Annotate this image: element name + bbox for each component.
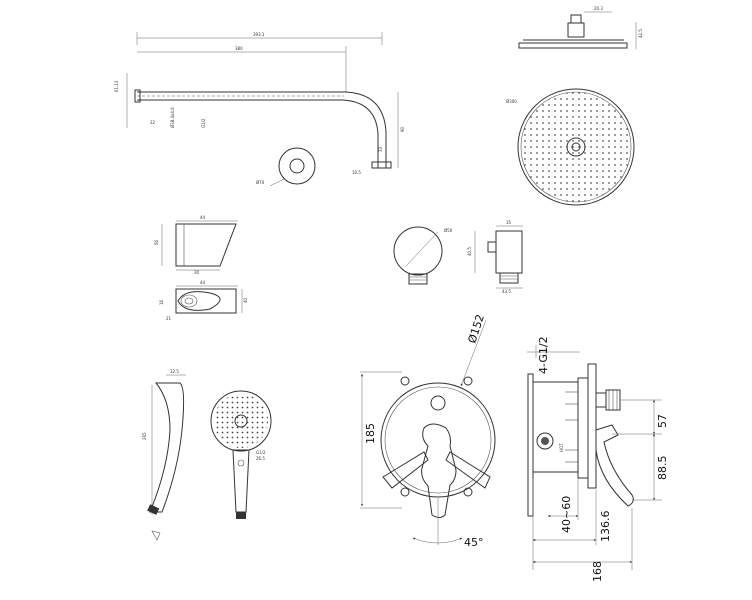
arm-end-label: 33 bbox=[378, 146, 383, 152]
shower-arm-drawing: 393.1 380 61.13 22 Ø38.4x4.6 G1/2 90 33 … bbox=[114, 32, 405, 187]
hand-width-label: 32.5 bbox=[170, 369, 179, 374]
elbow-drawing: Ø50 35 40.5 43.5 bbox=[393, 220, 523, 294]
hand-tip-label: 26.5 bbox=[256, 456, 265, 461]
valve-front-drawing: 185 Ø152 45° bbox=[360, 313, 496, 549]
arm-pipe-label: Ø38.4x4.6 bbox=[170, 107, 175, 128]
hand-thread-label: G1/2 bbox=[256, 450, 266, 455]
arm-thread-label: G1/2 bbox=[201, 118, 206, 128]
hand-length-label: 265 bbox=[142, 432, 147, 440]
valve-angle-label: 45° bbox=[464, 536, 484, 549]
valve-side-drawing: 4-G1/2 HOT 57 88.5 40~60 bbox=[527, 336, 669, 582]
valve-hot-label: HOT bbox=[559, 443, 564, 452]
valve-thread-label: 4-G1/2 bbox=[537, 336, 550, 374]
rain-head-height-label: 20.3 bbox=[594, 6, 603, 11]
holder-plan-width-label: 44 bbox=[200, 280, 206, 285]
rain-head-dia-label: Ø300 bbox=[506, 99, 517, 104]
valve-57-label: 57 bbox=[656, 414, 669, 428]
holder-top-width-label: 44 bbox=[200, 215, 206, 220]
elbow-depth-label: 43.5 bbox=[502, 289, 511, 294]
holder-height-label: 56 bbox=[154, 239, 159, 245]
holder-bottom-width-label: 30 bbox=[194, 270, 200, 275]
valve-168-label: 168 bbox=[591, 561, 604, 582]
rain-head-drawing: 20.3 42.5 Ø300 bbox=[506, 6, 643, 206]
valve-88-label: 88.5 bbox=[656, 456, 669, 481]
hand-shower-side-drawing: 32.5 265 bbox=[142, 369, 186, 541]
holder-side-label: 16 bbox=[159, 299, 164, 305]
valve-height-label: 185 bbox=[364, 423, 377, 444]
valve-40-label: 40~60 bbox=[560, 496, 573, 533]
elbow-width-label: 35 bbox=[506, 220, 512, 225]
valve-136-label: 136.6 bbox=[599, 511, 612, 543]
valve-dia-label: Ø152 bbox=[465, 313, 487, 345]
rain-head-thick-label: 42.5 bbox=[638, 29, 643, 38]
elbow-height-label: 40.5 bbox=[467, 247, 472, 256]
flange-dia-label: Ø70 bbox=[256, 180, 265, 185]
arm-drop-label: 90 bbox=[400, 126, 405, 132]
arm-height-label: 61.13 bbox=[114, 80, 119, 92]
elbow-dia-label: Ø50 bbox=[444, 228, 453, 233]
arm-small-label: 22 bbox=[150, 120, 156, 125]
arm-inner-length-label: 380 bbox=[235, 46, 243, 51]
holder-slot-label: 21 bbox=[166, 316, 172, 321]
holder-plan-height-label: 40 bbox=[243, 297, 248, 303]
arm-tip-label: 10.5 bbox=[352, 170, 361, 175]
holder-drawing: 44 56 30 44 40 16 21 bbox=[154, 215, 248, 321]
arm-total-length-label: 393.1 bbox=[253, 32, 265, 37]
hand-shower-front-drawing: G1/2 26.5 bbox=[210, 390, 272, 519]
